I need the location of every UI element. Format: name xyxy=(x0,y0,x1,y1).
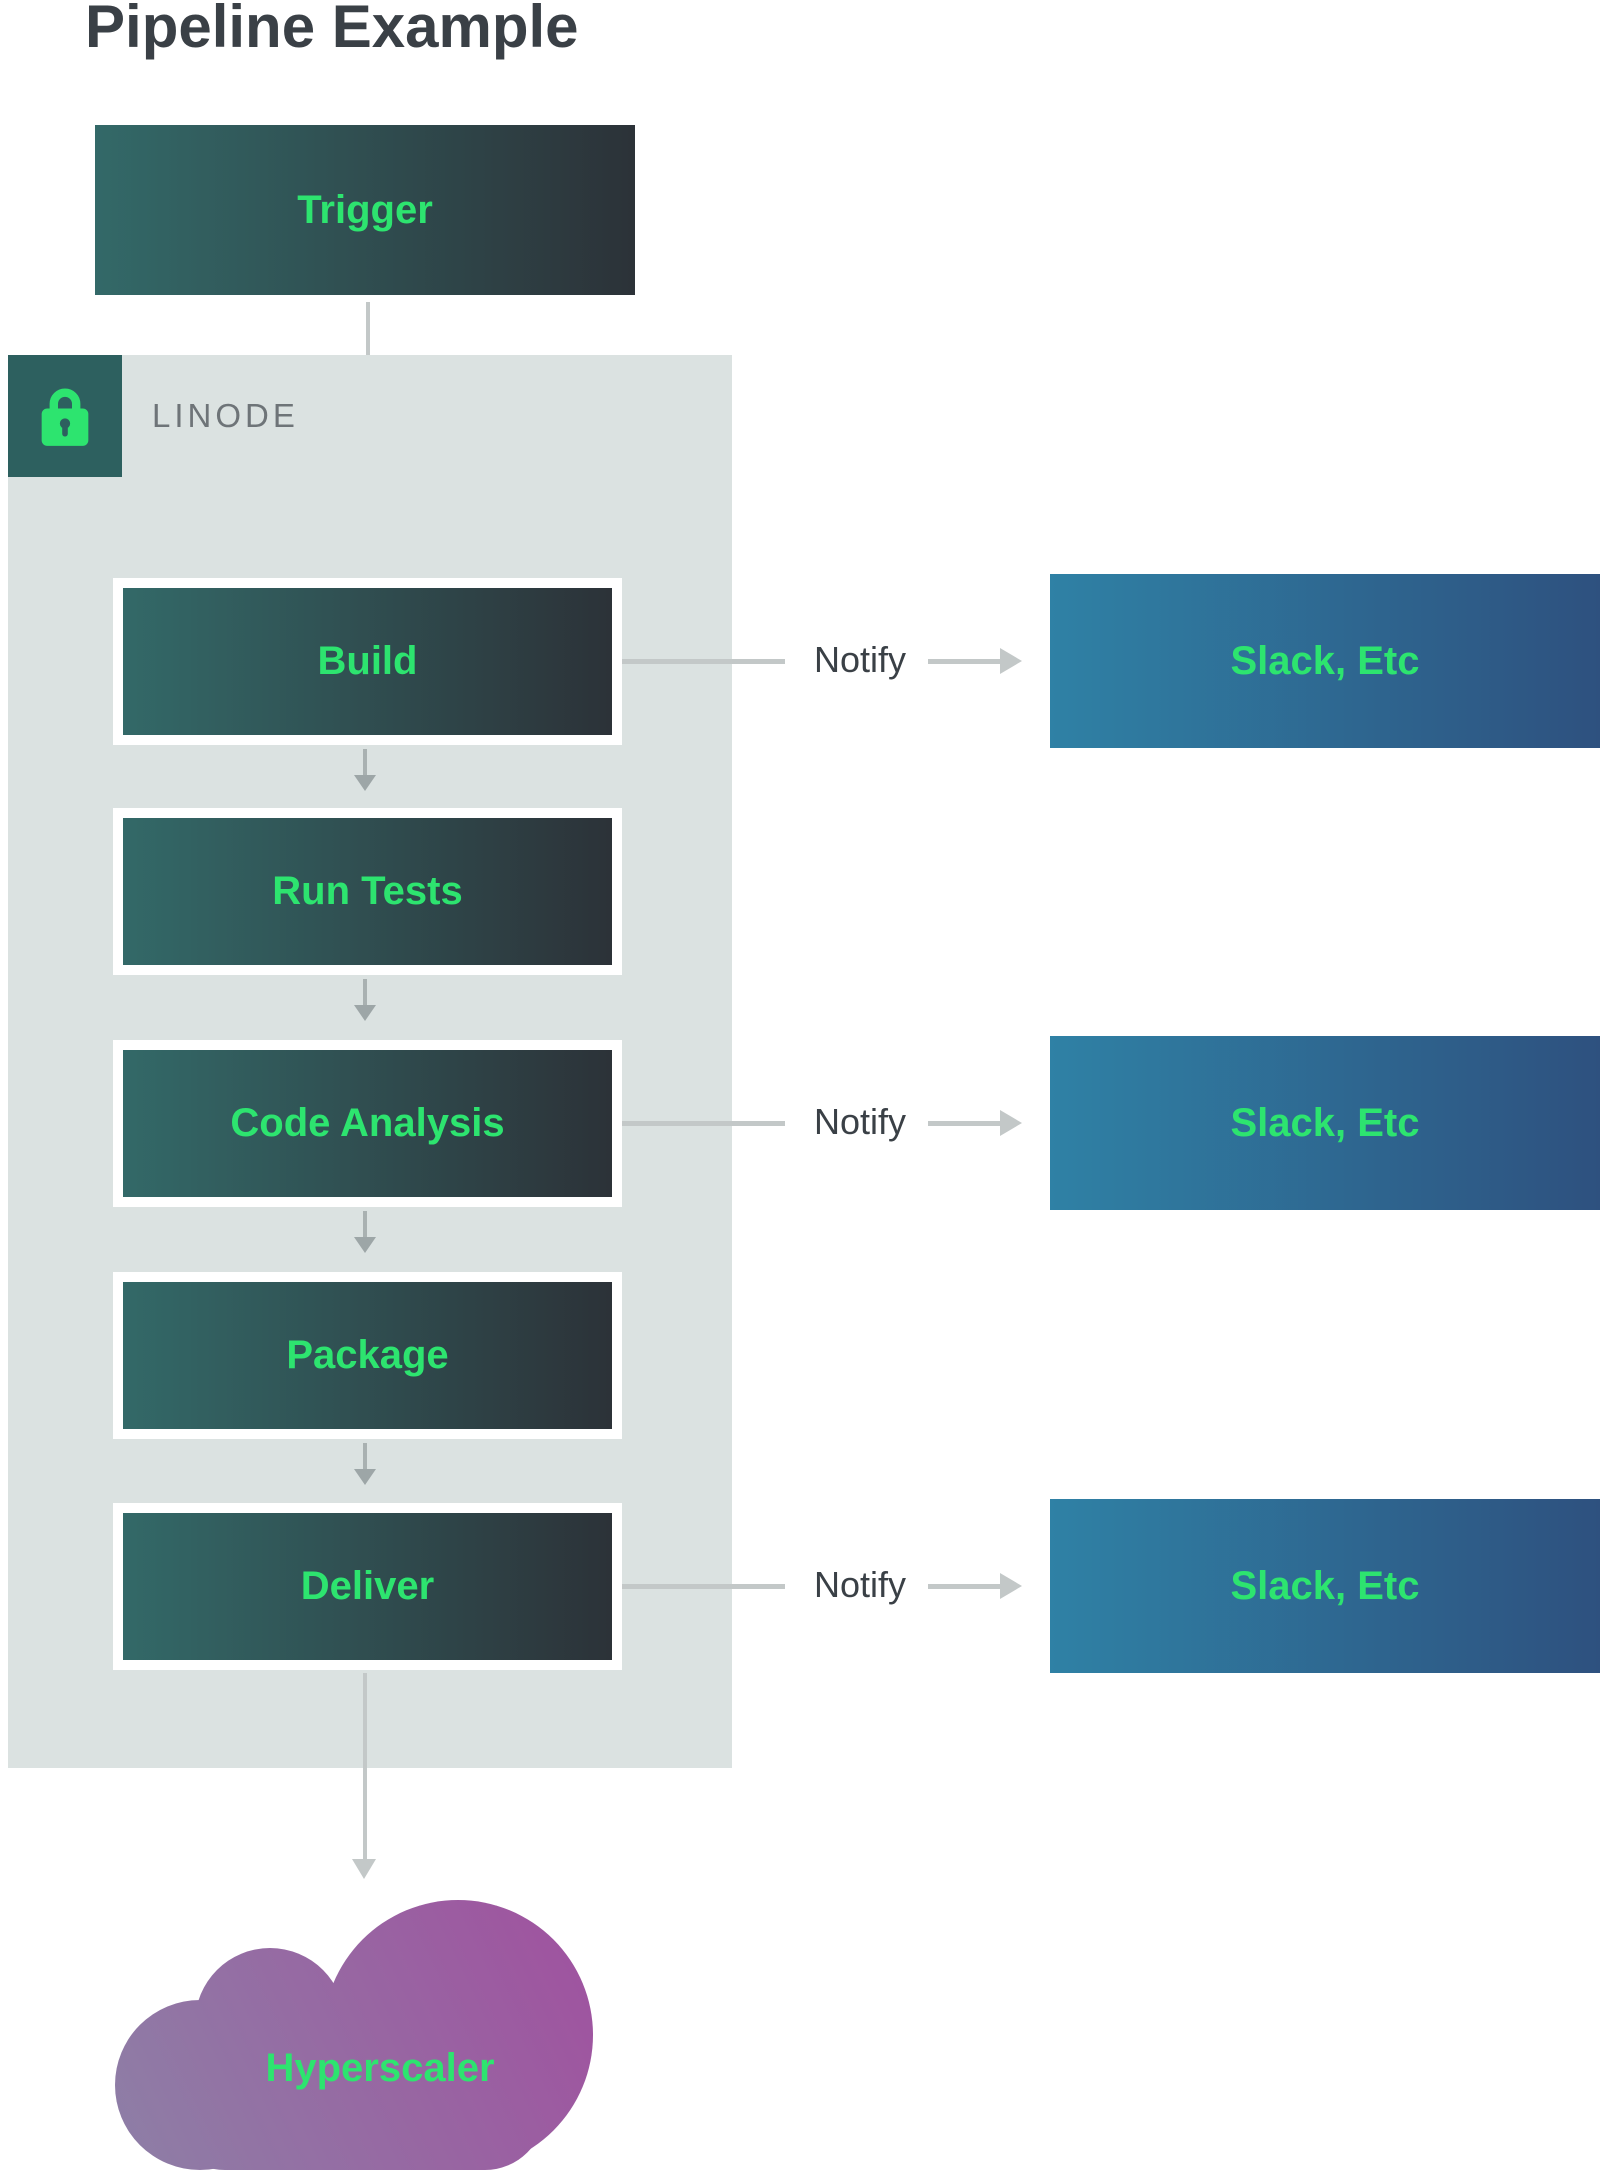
slack-label: Slack, Etc xyxy=(1230,638,1420,683)
step-label: Package xyxy=(286,1333,449,1377)
linode-zone-label: LINODE xyxy=(152,397,299,434)
slack-box: Slack, Etc xyxy=(1050,574,1600,748)
notify-arrow-head-icon xyxy=(1000,1110,1022,1136)
trigger-box: Trigger xyxy=(95,125,635,295)
step-connector-arrow-icon xyxy=(354,1237,376,1253)
step-connector-line xyxy=(363,749,367,775)
hyperscaler-label: Hyperscaler xyxy=(265,2046,495,2090)
step-box-run-tests: Run Tests xyxy=(113,808,622,975)
slack-box: Slack, Etc xyxy=(1050,1499,1600,1673)
notify-row-build: Notify Slack, Etc xyxy=(0,574,1600,749)
notify-arrow-line xyxy=(928,1121,1000,1126)
step-box-package: Package xyxy=(113,1272,622,1439)
notify-arrow-head-icon xyxy=(1000,648,1022,674)
notify-arrow-line xyxy=(928,1584,1000,1589)
step-label: Deliver xyxy=(300,1564,435,1608)
notify-row-deliver: Notify Slack, Etc xyxy=(0,1499,1600,1674)
lock-icon xyxy=(41,388,89,446)
hyperscaler-cloud: Hyperscaler xyxy=(105,1878,625,2170)
step-connector-arrow-icon xyxy=(354,1469,376,1485)
step-box-code-analysis: Code Analysis xyxy=(113,1040,622,1207)
notify-row-code-analysis: Notify Slack, Etc xyxy=(0,1036,1600,1211)
arrow-deliver-to-cloud-head xyxy=(352,1859,376,1879)
step-box-build: Build xyxy=(113,578,622,745)
lock-badge xyxy=(8,355,122,477)
step-box-deliver: Deliver xyxy=(113,1503,622,1670)
notify-arrow-head-icon xyxy=(1000,1573,1022,1599)
slack-label: Slack, Etc xyxy=(1230,1100,1420,1145)
notify-arrow-line xyxy=(928,659,1000,664)
step-label: Run Tests xyxy=(272,869,463,913)
slack-label: Slack, Etc xyxy=(1230,1563,1420,1608)
trigger-label: Trigger xyxy=(297,187,433,232)
notify-label: Notify xyxy=(813,639,907,680)
slack-box: Slack, Etc xyxy=(1050,1036,1600,1210)
arrow-deliver-to-cloud-line xyxy=(363,1673,367,1859)
notify-label: Notify xyxy=(813,1101,907,1142)
step-connector-line xyxy=(363,1443,367,1469)
notify-connector-line xyxy=(622,659,785,664)
step-connector-arrow-icon xyxy=(354,1005,376,1021)
step-label: Code Analysis xyxy=(230,1101,505,1145)
page-title: Pipeline Example xyxy=(85,0,579,60)
step-connector-line xyxy=(363,979,367,1005)
step-label: Build xyxy=(317,639,418,683)
cloud-shape-icon xyxy=(115,1900,593,2170)
notify-label: Notify xyxy=(813,1564,907,1605)
step-connector-arrow-icon xyxy=(354,775,376,791)
step-connector-line xyxy=(363,1211,367,1237)
notify-connector-line xyxy=(622,1584,785,1589)
notify-connector-line xyxy=(622,1121,785,1126)
